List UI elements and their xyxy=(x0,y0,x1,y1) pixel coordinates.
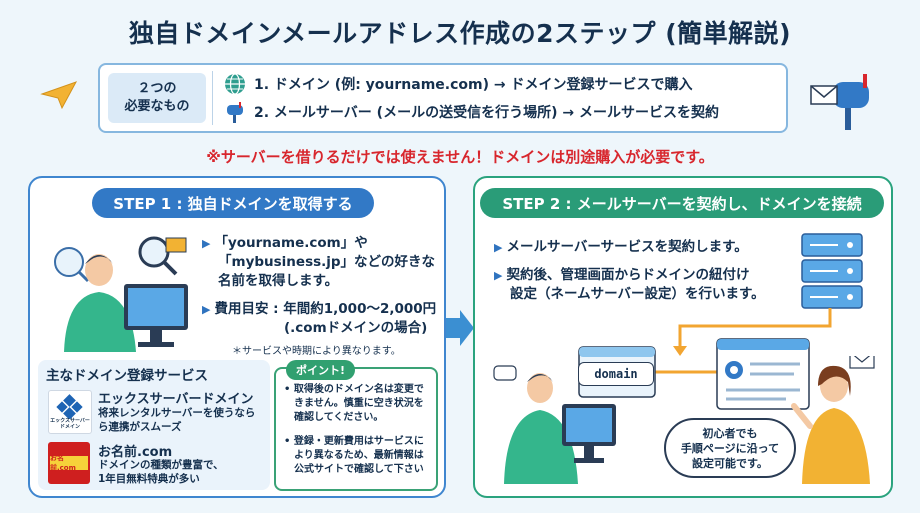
paper-plane-icon xyxy=(40,81,78,110)
admin-panel-icon xyxy=(716,338,810,410)
requirement-domain: 1. ドメイン (例: yourname.com) → ドメイン登録サービスで購… xyxy=(224,73,693,95)
page-title: 独自ドメインメールアドレス作成の2ステップ (簡単解説) xyxy=(128,19,792,48)
step1-bullet2-line1: 費用目安 : 年間約1,000〜2,000円 xyxy=(214,301,437,317)
step2-bullet2-line2: 設定（ネームサーバー設定）を行います。 xyxy=(510,286,765,302)
man-at-computer-illustration xyxy=(493,365,616,484)
bullet-arrow-icon: ▶ xyxy=(202,237,211,250)
onamae-desc: ドメインの種類が豊富で、 1年目無料特典が多い xyxy=(98,458,224,486)
step1-title: STEP 1 : 独自ドメインを取得する xyxy=(92,188,374,218)
requirements-label: ２つの 必要なもの xyxy=(108,73,206,123)
mailbox-icon xyxy=(227,102,243,123)
speech-line1: 初心者でも xyxy=(702,426,758,440)
xserver-domain-desc: 将来レンタルサーバーを使うなら ら連携がスムーズ xyxy=(98,406,255,434)
onamae-desc-line1: ドメインの種類が豊富で、 xyxy=(98,459,224,471)
step2-bullet-setup: ▶契約後、管理画面からドメインの紐付け 設定（ネームサーバー設定）を行います。 xyxy=(494,266,765,304)
point-item2-line2: より異なるため、最新情報は xyxy=(294,450,424,461)
xserver-desc-line2: ら連携がスムーズ xyxy=(98,421,182,433)
bullet-arrow-icon: ▶ xyxy=(494,269,503,282)
globe-icon xyxy=(225,73,245,95)
point-box: ポイント! • 取得後のドメイン名は変更で きません。慎重に空き状況を 確認して… xyxy=(274,360,438,491)
point-item-2: • 登録・更新費用はサービスに より異なるため、最新情報は 公式サイトで確認して… xyxy=(284,436,424,475)
requirements-label-line2: 必要なもの xyxy=(124,99,190,114)
step2-title: STEP 2 : メールサーバーを契約し、ドメインを接続 xyxy=(480,188,884,218)
onamae-logo-text: お名前.com xyxy=(50,454,88,472)
point-badge: ポイント! xyxy=(286,360,356,380)
speech-line3: 設定可能です。 xyxy=(692,456,768,470)
xserver-logo-text: エックスサーバー xyxy=(50,418,90,424)
bullet-arrow-icon: ▶ xyxy=(494,241,503,254)
point-item1-line2: きません。慎重に空き状況を xyxy=(294,398,424,409)
point-item2-line1: 登録・更新費用はサービスに xyxy=(293,436,424,447)
point-item-1: • 取得後のドメイン名は変更で きません。慎重に空き状況を 確認してください。 xyxy=(284,384,424,423)
xserver-logo-icon xyxy=(56,394,83,419)
point-item1-line1: 取得後のドメイン名は変更で xyxy=(293,384,424,395)
onamae-desc-line2: 1年目無料特典が多い xyxy=(98,473,200,485)
domain-services-title: 主なドメイン登録サービス xyxy=(46,368,208,384)
warning-text: ※サーバーを借りるだけでは使えません！ドメインは別途購入が必要です。 xyxy=(206,148,714,166)
speech-line2: 手順ページに沿って xyxy=(680,441,780,455)
step1-bullet2-line2: (.comドメインの場合) xyxy=(284,320,428,336)
divider xyxy=(212,71,213,125)
requirement-domain-text: 1. ドメイン (例: yourname.com) → ドメイン登録サービスで購… xyxy=(254,77,693,93)
domain-services-box: 主なドメイン登録サービス エックスサーバー ドメイン エックスサーバードメイン … xyxy=(38,360,270,490)
xserver-desc-line1: 将来レンタルサーバーを使うなら xyxy=(98,407,256,419)
person-at-computer-illustration xyxy=(54,236,188,352)
onamae-logo: お名前.com xyxy=(48,442,90,484)
domain-label: domain xyxy=(578,362,654,386)
step2-bullet2-line1: 契約後、管理画面からドメインの紐付け xyxy=(506,267,750,283)
step2-bullet-contract: ▶メールサーバーサービスを契約します。 xyxy=(494,238,748,257)
step2-bullet1-line1: メールサーバーサービスを契約します。 xyxy=(506,239,748,255)
speech-bubble: 初心者でも 手順ページに沿って 設定可能です。 xyxy=(664,418,796,478)
requirement-mail-server-text: 2. メールサーバー (メールの送受信を行う場所) → メールサービスを契約 xyxy=(254,105,719,121)
step1-bullet-domain: ▶「yourname.com」や 「mybusiness.jp」などの好きな 名… xyxy=(202,234,435,291)
point-item1-line3: 確認してください。 xyxy=(294,412,384,423)
step1-bullet-cost: ▶費用目安 : 年間約1,000〜2,000円 (.comドメインの場合) xyxy=(202,300,436,338)
xserver-logo-subtext: ドメイン xyxy=(59,424,80,430)
step1-note: ＊サービスや時期により異なります。 xyxy=(232,346,401,357)
onamae-name: お名前.com xyxy=(98,445,173,460)
point-item2-line3: 公式サイトで確認して下さい xyxy=(294,464,424,475)
next-step-arrow-icon xyxy=(446,310,474,346)
step1-bullet1-line3: 名前を取得します。 xyxy=(218,273,339,289)
server-icon xyxy=(801,233,863,309)
requirement-mail-server: 2. メールサーバー (メールの送受信を行う場所) → メールサービスを契約 xyxy=(224,101,719,123)
bullet-arrow-icon: ▶ xyxy=(202,303,211,316)
step1-bullet1-line2: 「mybusiness.jp」などの好きな xyxy=(218,254,436,270)
xserver-domain-logo: エックスサーバー ドメイン xyxy=(48,390,92,434)
mailbox-illustration-icon xyxy=(810,74,869,130)
requirements-box: ２つの 必要なもの 1. ドメイン (例: yourname.com) → ドメ… xyxy=(98,63,788,133)
requirements-label-line1: ２つの xyxy=(137,81,177,96)
xserver-domain-name: エックスサーバードメイン xyxy=(98,392,254,407)
step1-bullet1-line1: 「yourname.com」や xyxy=(214,235,368,251)
woman-illustration xyxy=(791,356,875,484)
